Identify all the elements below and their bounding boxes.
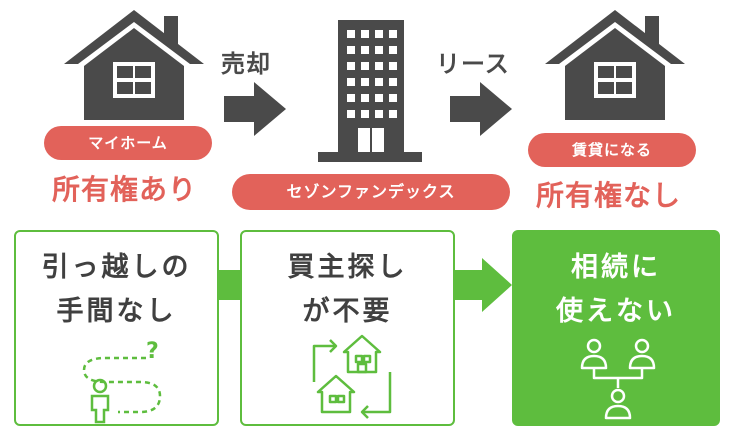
ownership-yes-caption: 所有権あり [52, 173, 198, 206]
benefit-box-no-buyer-search: 買主探し が不要 [240, 230, 455, 426]
office-building-icon [318, 20, 422, 162]
benefit-box-no-inheritance: 相続に 使えない [512, 230, 720, 426]
right-arrow-icon [450, 82, 512, 136]
house-exchange-icon [312, 334, 392, 419]
ownership-no-caption: 所有権なし [536, 179, 682, 212]
lease-label: リース [436, 50, 510, 78]
company-badge: セゾンファンデックス [232, 174, 510, 210]
my-home-badge: マイホーム [44, 126, 212, 160]
family-tree-icon [580, 338, 656, 420]
rental-badge: 賃貸になる [528, 133, 696, 167]
svg-text:?: ? [146, 339, 159, 364]
box3-line1: 相続に [571, 252, 661, 283]
house-icon [545, 10, 685, 120]
rental-badge-label: 賃貸になる [571, 141, 652, 159]
box2-line1: 買主探し [287, 252, 408, 283]
right-arrow-icon [224, 82, 286, 136]
box3-line2: 使えない [556, 296, 676, 327]
box1-line2: 手間なし [56, 296, 177, 327]
box1-line1: 引っ越しの [41, 252, 192, 283]
green-arrow-icon [452, 258, 512, 312]
person-path-icon: ? [82, 339, 162, 424]
house-icon [64, 10, 204, 120]
company-badge-label: セゾンファンデックス [286, 182, 456, 201]
box2-line2: が不要 [302, 296, 393, 327]
benefit-box-no-moving: 引っ越しの 手間なし ? [14, 230, 219, 426]
sell-label: 売却 [221, 50, 271, 78]
my-home-badge-label: マイホーム [88, 134, 168, 152]
